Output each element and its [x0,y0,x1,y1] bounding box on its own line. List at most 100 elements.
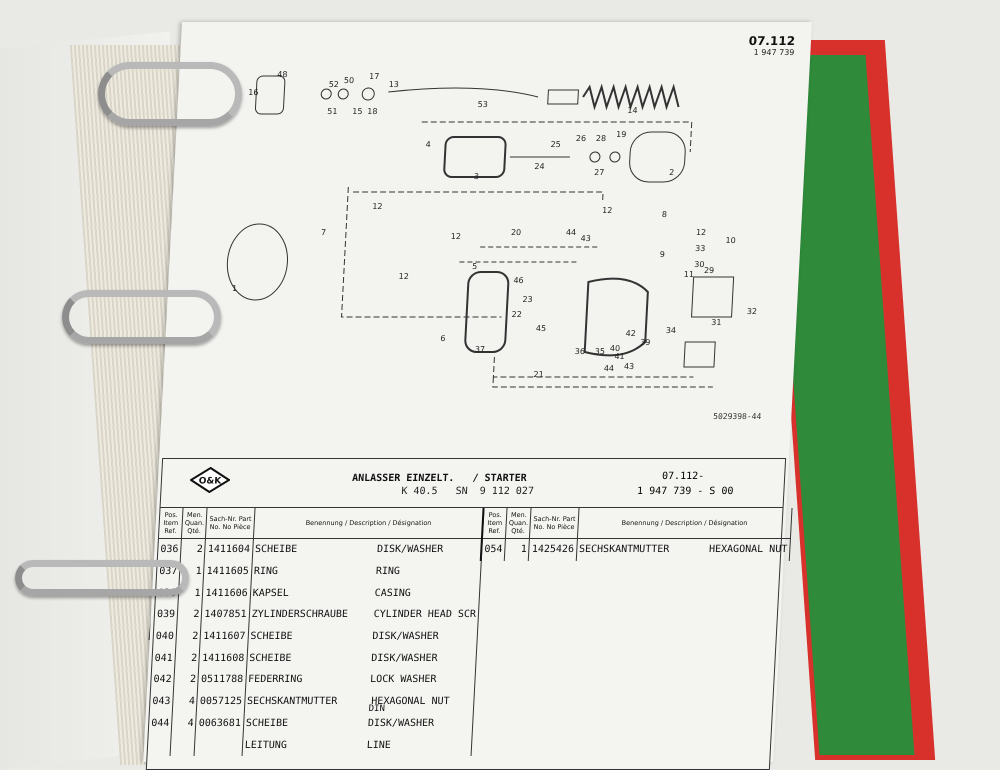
callout-label: 11 [683,270,695,279]
callout-label: 13 [388,80,400,89]
callout-label: 52 [328,80,340,89]
german-description: SECHSKANTMUTTER [246,696,338,708]
sheet-header: O&K ANLASSER EINZELT. / STARTER K 40.5 S… [160,459,786,508]
callout-label: 53 [477,100,489,109]
pos-cell: 043 [149,690,174,713]
callout-label: 12 [695,228,707,237]
callout-label: 7 [320,228,327,237]
sheet-subtitle: K 40.5 SN 9 112 027 [401,486,535,497]
part-number-cell: 1411604 [204,538,254,561]
qty-cell: 2 [174,647,201,670]
german-description: SECHSKANTMUTTER [578,544,670,556]
col-pos: Pos. Item Ref. [158,508,184,539]
pos-cell: 044 [148,712,173,735]
sheet-title: ANLASSER EINZELT. / STARTER [351,473,527,484]
callout-label: 37 [474,345,486,354]
callout-label: 18 [367,107,378,116]
col-desc: Benennung / Description / Désignation [577,508,792,539]
german-description: SCHEIBE [254,544,298,556]
catalog-page: 07.112 1 947 739 [143,22,812,770]
callout-label: 48 [277,70,288,79]
callout-label: 51 [327,107,338,116]
pos-cell: 041 [152,647,176,670]
callout-label: 43 [623,362,635,371]
binder-ring-top [98,62,242,126]
callout-label: 4 [425,140,431,149]
qty-cell: 2 [176,604,203,626]
german-description: SCHEIBE [250,631,293,643]
german-description: SCHEIBE [245,717,289,729]
callout-label: 16 [248,88,259,97]
qty-cell: 4 [172,690,198,713]
english-description: DISK/WASHER [372,631,439,643]
callout-label: 50 [343,76,355,85]
callout-label: 12 [398,272,410,281]
callout-label: 12 [601,206,613,215]
callout-label: 35 [594,347,606,356]
callout-label: 36 [574,347,586,356]
callout-label: 15 [352,107,363,116]
qty-cell: 2 [175,625,202,648]
pos-cell: 054 [480,538,506,561]
part-number-cell: 1407851 [201,604,250,626]
callout-label: 12 [450,232,462,241]
drawing-number: 5029398-44 [712,412,762,421]
col-desc: Benennung / Description / Désignation [253,508,485,539]
description-cell: SECHSKANTMUTTERDINHEXAGONAL NUT [243,690,475,714]
german-description: ZYLINDERSCHRAUBE [251,609,349,621]
part-number-cell: 0063681 [195,712,244,735]
callout-label: 44 [565,228,577,237]
sheet-code: 07.112- [661,471,705,482]
col-qty: Men. Quan. Qté. [181,508,208,539]
parts-row: 043 4 0057125 SECHSKANTMUTTERDINHEXAGONA… [149,690,475,714]
callout-label: 21 [533,370,544,379]
callout-label: 12 [372,202,383,211]
callout-label: 41 [614,352,625,361]
description-cell: KAPSEL CASING [249,582,481,605]
part-number-cell: 1411608 [199,647,248,670]
catalog-reference: 1 947 739 - S 00 [636,486,734,497]
german-description: SCHEIBE [248,652,292,664]
qty-cell [170,734,196,756]
part-number-cell [194,734,243,756]
callout-label: 46 [513,276,524,285]
callout-label: 14 [627,106,638,115]
callout-label: 26 [575,134,587,143]
callout-label: 17 [368,72,380,81]
part-number-cell: 0511788 [197,669,247,691]
col-pos: Pos. Item Ref. [481,508,508,539]
qty-cell: 2 [180,538,206,561]
callout-label: 32 [746,307,758,316]
callout-label: 31 [711,318,722,327]
english-description: CASING [374,587,412,599]
german-description: KAPSEL [252,587,290,599]
part-number-cell: 0057125 [196,690,246,713]
callout-label: 39 [639,338,651,347]
exploded-diagram: 48 52 50 17 13 16 51 15 18 53 14 4 3 25 … [159,22,812,452]
german-description: FEDERRING [247,674,303,686]
part-number-cell: 1411605 [203,560,252,583]
binder-ring-bottom [15,560,189,596]
english-description: LINE [366,739,392,751]
english-description: CYLINDER HEAD SCR [373,609,477,621]
starter-exploded-drawing [226,75,735,388]
binder-ring-middle [62,290,221,344]
pos-cell: 040 [153,625,177,648]
callout-label: 9 [659,250,666,259]
callout-label: 19 [615,130,627,139]
part-number-cell: 1425426 [528,538,578,561]
parts-table-left: Pos. Item Ref. Men. Quan. Qté. Sach-Nr. … [147,508,485,756]
svg-text:O&K: O&K [198,477,222,487]
pos-cell: 042 [150,669,175,691]
callout-label: 42 [625,329,637,338]
